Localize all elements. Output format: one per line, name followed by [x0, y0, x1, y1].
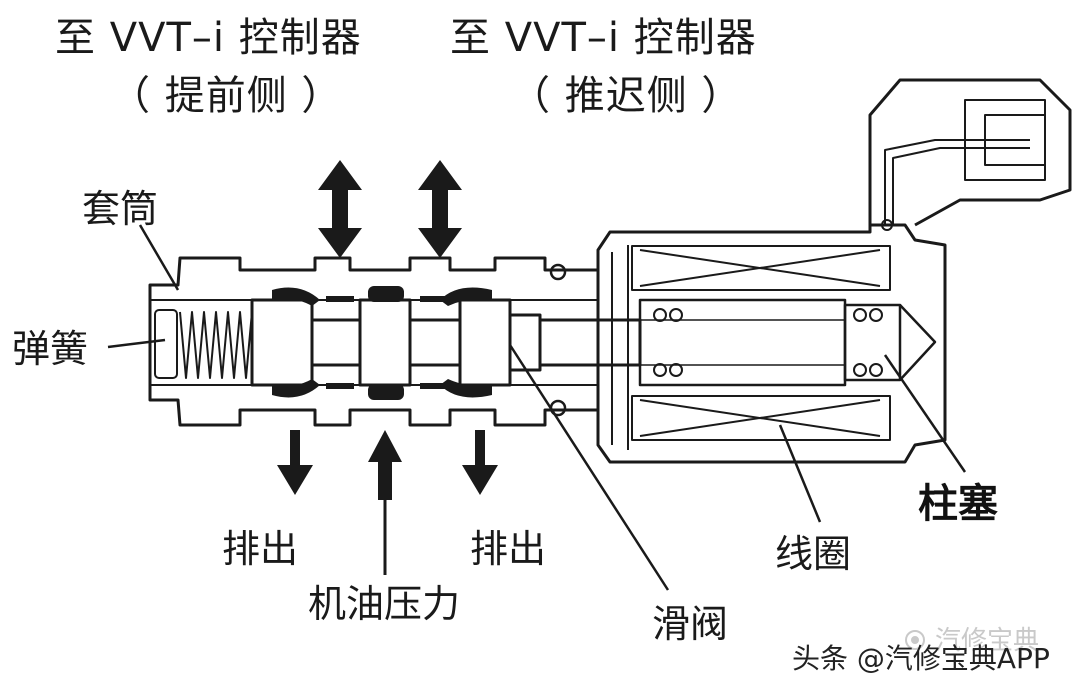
plunger	[638, 298, 937, 387]
advance-target-label: 至 VVT–i 控制器	[55, 15, 362, 61]
connector	[868, 78, 1072, 227]
sleeve-outline	[148, 256, 600, 427]
sleeve-label: 套筒	[82, 187, 159, 231]
spring	[154, 309, 253, 379]
retard-target-label: 至 VVT–i 控制器	[450, 15, 757, 61]
advance-side-label: （ 提前侧 ）	[110, 73, 343, 119]
retard-side-label: （ 推迟侧 ）	[510, 73, 743, 119]
solenoid-housing	[596, 223, 947, 464]
spring-label: 弹簧	[12, 327, 89, 371]
flow-arrows	[277, 160, 498, 500]
watermark-faint-text: 汽修宝典	[935, 626, 1040, 656]
plunger-label: 柱塞	[918, 480, 998, 527]
spool-valve-label: 滑阀	[652, 602, 729, 646]
watermark-main-text: 头条 @汽修宝典APP	[792, 642, 1050, 675]
watermark-logo-icon	[905, 630, 925, 650]
spool-valve	[250, 298, 642, 387]
drain-right-label: 排出	[470, 527, 547, 571]
oil-pressure-label: 机油压力	[308, 582, 461, 626]
coil-label: 线圈	[775, 532, 852, 576]
coil	[631, 245, 891, 441]
drain-left-label: 排出	[222, 527, 299, 571]
